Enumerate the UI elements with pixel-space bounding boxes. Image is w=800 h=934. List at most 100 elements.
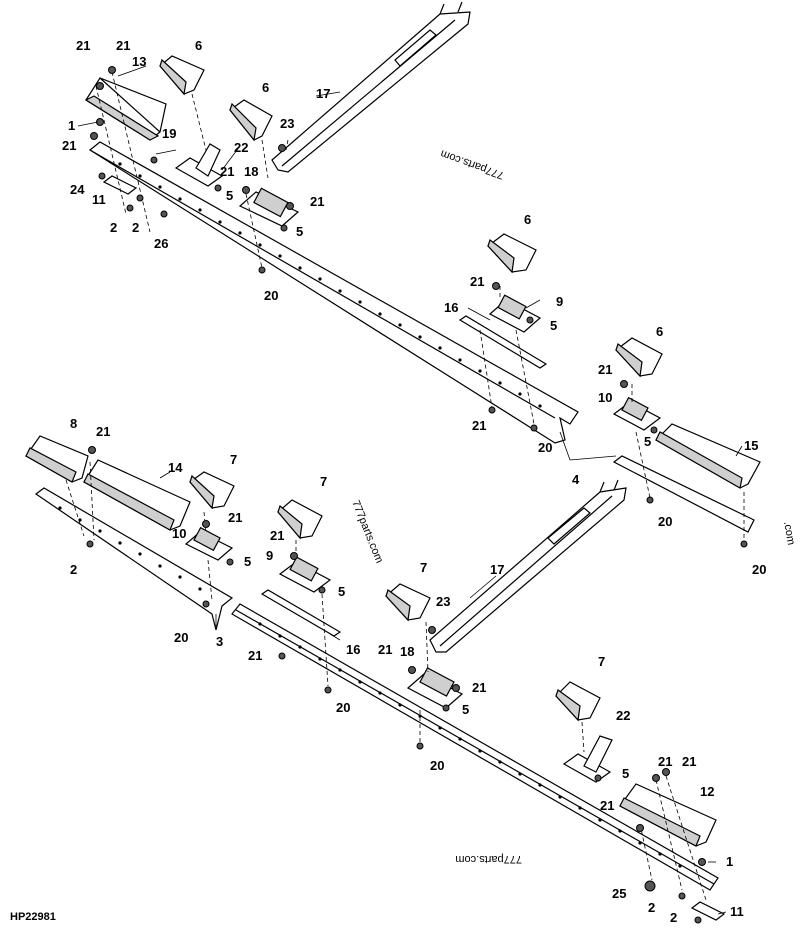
callout: 21 (470, 274, 484, 289)
shield-6-b (229, 99, 273, 142)
shield-6-d (615, 337, 663, 378)
shield-7-c (385, 583, 431, 622)
callout: 21 (220, 164, 234, 179)
callout: 4 (572, 472, 580, 487)
cutter-bar-strip-left (34, 487, 234, 631)
strip-16-top (458, 315, 548, 369)
callout: 17 (490, 562, 504, 577)
guard-14 (83, 459, 191, 531)
callout: 6 (656, 324, 663, 339)
callout: 21 (682, 754, 696, 769)
callout: 2 (670, 910, 677, 925)
callout: 2 (70, 562, 77, 577)
callout: 7 (598, 654, 605, 669)
callout: 1 (68, 118, 75, 133)
callout: 22 (234, 140, 248, 155)
callout: 3 (216, 634, 223, 649)
callout: 2 (132, 220, 139, 235)
callout: 5 (550, 318, 557, 333)
callout: 20 (174, 630, 188, 645)
callout: 21 (228, 510, 242, 525)
callout: 7 (230, 452, 237, 467)
shield-6-a (159, 55, 205, 96)
callout: 21 (600, 798, 614, 813)
callout: 21 (472, 418, 486, 433)
callout: 21 (248, 648, 262, 663)
callout: 19 (162, 126, 176, 141)
strip-16-bottom (260, 589, 342, 637)
callout: 21 (116, 38, 130, 53)
callout: 21 (270, 528, 284, 543)
fasteners-bottom (86, 446, 706, 924)
callout: 9 (556, 294, 563, 309)
strip-holes-bottom (58, 506, 682, 868)
callout: 5 (462, 702, 469, 717)
cutter-bar-strip-top (88, 141, 579, 444)
figure-id: HP22981 (10, 911, 56, 923)
callout: 18 (400, 644, 414, 659)
callout: 20 (264, 288, 278, 303)
callout: 13 (132, 54, 146, 69)
callout: 5 (338, 584, 345, 599)
callout: 10 (172, 526, 186, 541)
callout: 7 (320, 474, 327, 489)
callout: 20 (658, 514, 672, 529)
callout: 5 (644, 434, 651, 449)
top-assembly (77, 1, 761, 548)
callout: 16 (444, 300, 458, 315)
shield-7-a (189, 471, 235, 510)
callout: 15 (744, 438, 758, 453)
callout: 23 (436, 594, 450, 609)
callout: 21 (472, 680, 486, 695)
callout: 23 (280, 116, 294, 131)
callout: 22 (616, 708, 630, 723)
callout: 21 (310, 194, 324, 209)
callout: 9 (266, 548, 273, 563)
callout: 8 (70, 416, 77, 431)
callout: 21 (658, 754, 672, 769)
callout: 16 (346, 642, 360, 657)
watermark: .com (781, 520, 797, 546)
callout: 20 (336, 700, 350, 715)
callout: 21 (62, 138, 76, 153)
guard-12 (619, 783, 717, 847)
callout: 24 (70, 182, 85, 197)
callout: 18 (244, 164, 258, 179)
callout: 21 (76, 38, 90, 53)
callout: 2 (110, 220, 117, 235)
callout: 10 (598, 390, 612, 405)
fasteners-top (90, 66, 748, 548)
shield-7-b (277, 499, 323, 540)
callout: 17 (316, 86, 330, 101)
callout: 5 (622, 766, 629, 781)
plate-11-top (102, 175, 138, 195)
callout: 12 (700, 784, 714, 799)
guard-8 (25, 435, 89, 483)
watermark: 777parts.com (455, 853, 522, 865)
arm-17-top (271, 11, 471, 173)
guard-13 (84, 77, 167, 141)
callout: 6 (524, 212, 531, 227)
callout: 26 (154, 236, 168, 251)
callout: 21 (378, 642, 392, 657)
strip-4b-top (612, 455, 755, 533)
callout: 25 (612, 886, 626, 901)
callout: 21 (96, 424, 110, 439)
watermark: 777parts.com (439, 147, 506, 181)
callout: 20 (752, 562, 766, 577)
callout: 5 (296, 224, 303, 239)
shield-6-c (487, 233, 537, 274)
bracket-22-top (174, 157, 224, 187)
callout: 11 (92, 192, 106, 207)
shield-7-d (555, 681, 601, 722)
callout: 2 (648, 900, 655, 915)
callout: 5 (226, 188, 233, 203)
callout: 14 (168, 460, 183, 475)
strip-holes-top (118, 162, 542, 408)
callout: 20 (430, 758, 444, 773)
callout: 20 (538, 440, 552, 455)
plate-11-bottom (690, 901, 726, 921)
callout: 21 (598, 362, 612, 377)
callouts-bottom: 8 21 14 7 21 10 5 7 21 9 5 2 20 3 16 21 … (70, 416, 744, 925)
